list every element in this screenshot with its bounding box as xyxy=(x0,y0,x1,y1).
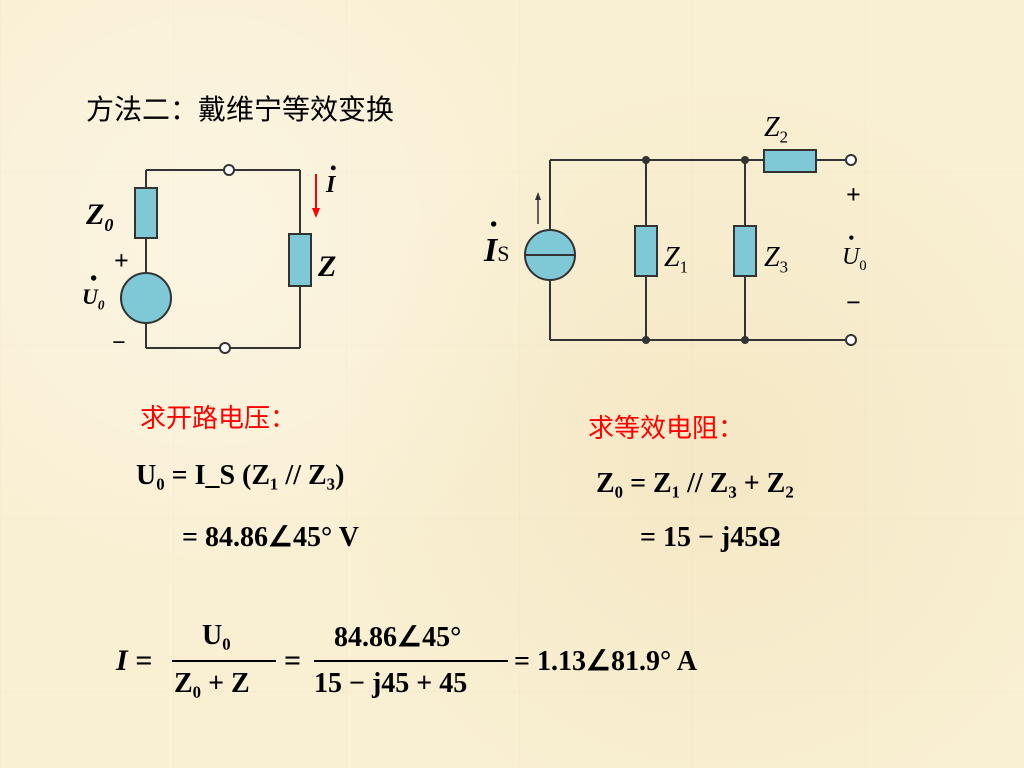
left-top-terminal xyxy=(223,164,235,176)
u0-label: •U0 xyxy=(82,268,105,313)
fraction-bar-1 xyxy=(172,660,276,662)
is-label: •IS xyxy=(484,214,510,269)
equiv-resistance-heading: 求等效电阻： xyxy=(588,414,745,444)
node-dot xyxy=(741,156,749,164)
is-arrow-head xyxy=(535,192,541,200)
z-resistor xyxy=(288,233,312,287)
left-bottom-terminal xyxy=(219,342,231,354)
node-dot xyxy=(642,156,650,164)
z0-label: Z0 xyxy=(86,198,114,235)
eq-i-equals: = xyxy=(284,644,302,677)
eq-z0-line2: = 15 − j45Ω xyxy=(640,522,781,553)
right-bottom-terminal xyxy=(845,334,857,346)
eq-i-lhs: I = xyxy=(116,644,153,677)
eq-i-den1: Z₀ + Z xyxy=(174,668,250,699)
right-plus: + xyxy=(846,180,861,209)
node-dot xyxy=(741,336,749,344)
left-plus: + xyxy=(114,246,129,275)
current-arrow-head xyxy=(312,208,320,218)
eq-i-result: = 1.13∠81.9° A xyxy=(514,646,697,677)
z1-label: Z1 xyxy=(664,242,688,277)
node-dot xyxy=(642,336,650,344)
right-top-terminal xyxy=(845,154,857,166)
z3-resistor xyxy=(733,225,757,277)
z2-label: Z2 xyxy=(764,112,788,147)
right-circuit xyxy=(549,159,848,341)
eq-i-num2: 84.86∠45° xyxy=(334,622,462,653)
eq-z0-line1: Z₀ = Z₁ // Z₃ + Z₂ xyxy=(596,468,794,499)
z0-resistor xyxy=(134,187,158,239)
left-minus: − xyxy=(112,330,126,356)
open-voltage-heading: 求开路电压： xyxy=(140,404,297,434)
eq-u0-line1: U₀ = I_S (Z₁ // Z₃) xyxy=(136,460,345,491)
right-minus: − xyxy=(846,288,861,317)
left-circuit xyxy=(145,169,301,349)
z3-label: Z3 xyxy=(764,242,788,277)
eq-i-den2: 15 − j45 + 45 xyxy=(314,668,468,699)
z-label: Z xyxy=(318,250,337,283)
fraction-bar-2 xyxy=(314,660,508,662)
eq-i-num1: U₀ xyxy=(202,620,231,651)
z1-resistor xyxy=(634,225,658,277)
u0-voltage-source xyxy=(120,272,172,324)
page-title: 方法二：戴维宁等效变换 xyxy=(86,93,395,126)
current-label: •I xyxy=(326,158,337,198)
eq-u0-line2: = 84.86∠45° V xyxy=(182,522,359,553)
z2-resistor xyxy=(763,149,817,173)
right-u0-label: •U0 xyxy=(842,228,867,274)
